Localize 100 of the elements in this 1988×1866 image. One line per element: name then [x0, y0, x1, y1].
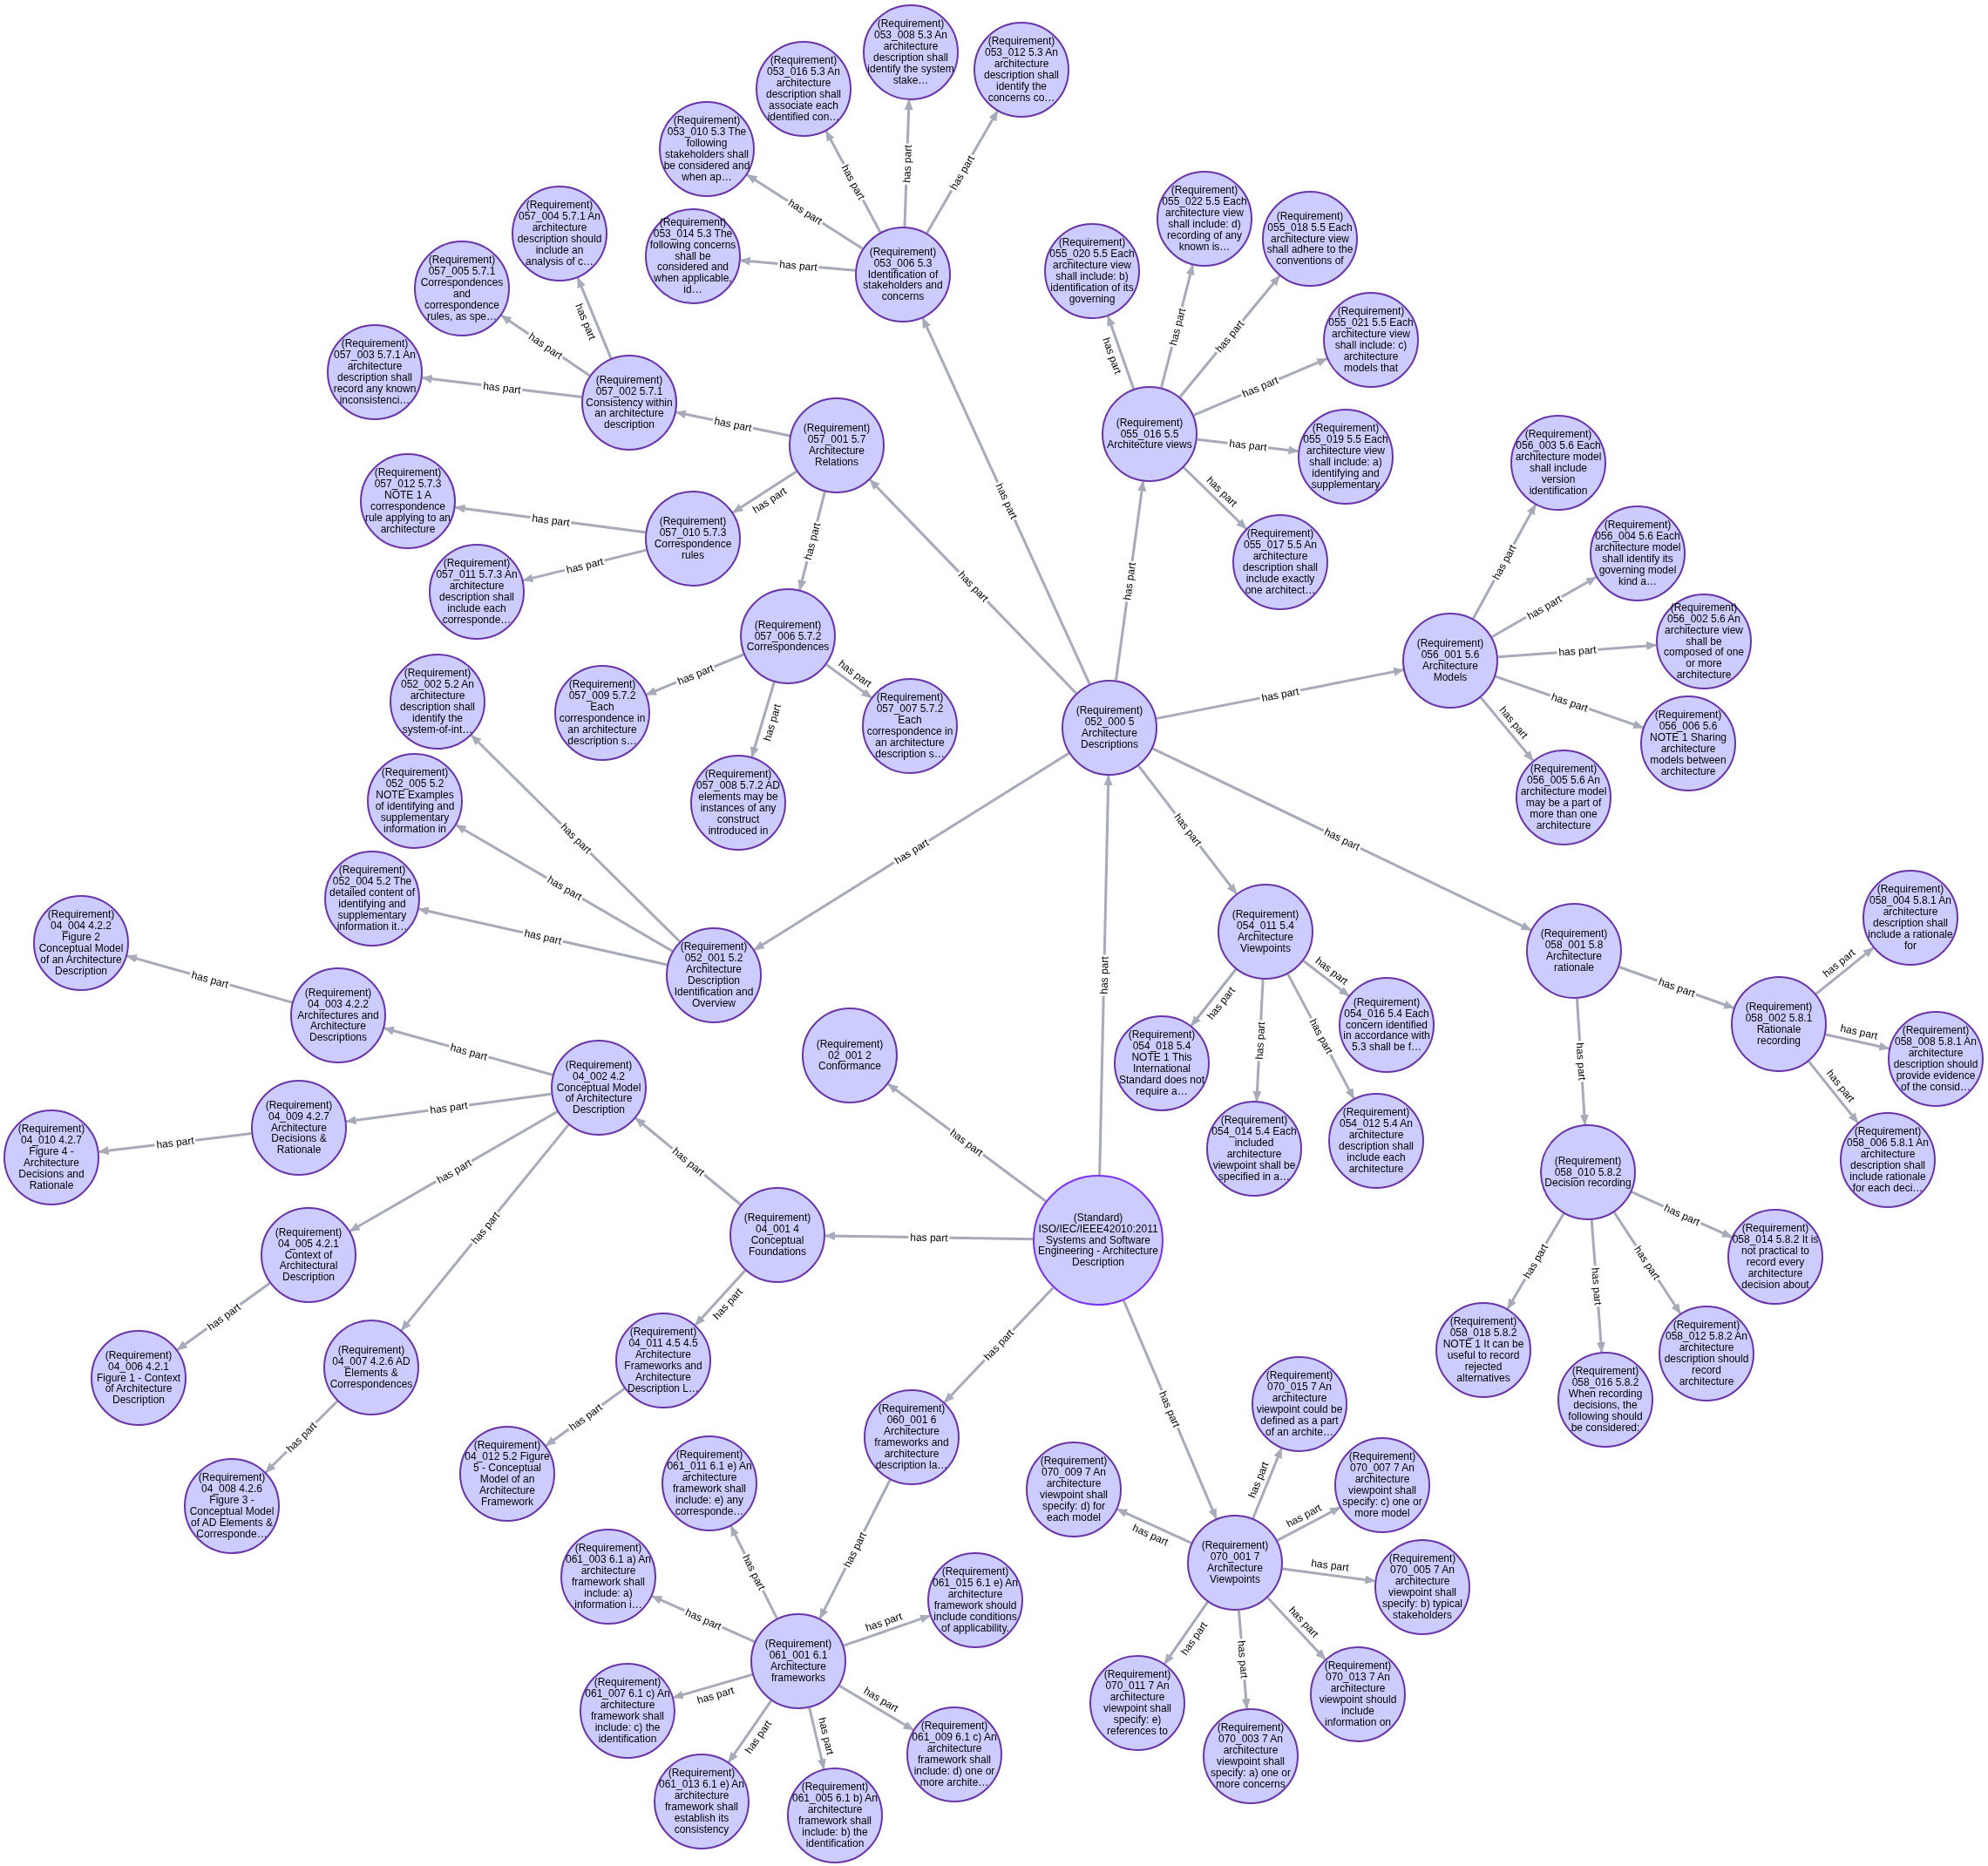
node-label: (Requirement) 052_004 5.2 The detailed content of identifying and supplementary information it…	[329, 865, 416, 933]
node-label: (Requirement) 070_011 7 An architecture viewpoint shall specify: e) references to	[1102, 1669, 1172, 1737]
node-label: (Requirement) 053_010 5.3 The following stakeholders shall be considered and when ap…	[663, 115, 750, 183]
arrow	[921, 317, 1091, 685]
node-label: (Requirement) 057_011 5.7.3 An architecture description shall include each corresponde…	[435, 558, 519, 626]
node-label: (Requirement) 058_001 5.8 Architecture rationale	[1539, 928, 1609, 974]
node-label: (Requirement) 057_001 5.7 Architecture Relations	[802, 423, 872, 468]
arrow	[694, 1269, 747, 1327]
node-label: (Requirement) 04_004 4.2.2 Figure 2 Conceptual Model of an Architecture Description	[37, 909, 125, 977]
arrow	[672, 1673, 753, 1700]
arrow	[1164, 1601, 1209, 1665]
node-label: (Requirement) 054_018 5.4 NOTE 1 This International Standard does not require a…	[1118, 1029, 1205, 1097]
edge-label: has part	[840, 1528, 870, 1571]
edge-label: has part	[801, 519, 824, 563]
arrow	[1252, 1448, 1283, 1519]
node-label: (Requirement) 061_001 6.1 Architecture frameworks	[763, 1639, 833, 1684]
node-label: (Requirement) 061_007 6.1 c) An architecture framework shall include: c) the identification	[584, 1677, 671, 1745]
node-label: (Requirement) 058_006 5.8.1 An architecture description shall include rationale for each deci…	[1845, 1126, 1930, 1194]
arrow	[1302, 960, 1350, 997]
node-label: (Requirement) 055_020 5.5 Each architecture view shall include: b) identification of its governing	[1048, 237, 1136, 305]
node-label: (Requirement) 04_010 4.2.7 Figure 4 - Architecture Decisions and Rationale	[17, 1123, 86, 1191]
node-label: (Requirement) 052_000 5 Architecture Descriptions	[1075, 705, 1144, 750]
node-label: (Requirement) 053_014 5.3 The following concerns shall be considered and when applicable, id…	[649, 216, 736, 296]
edge-label: has part	[446, 1040, 491, 1063]
node-label: (Requirement) 058_002 5.8.1 Rationale recording	[1744, 1001, 1814, 1047]
node-label: (Requirement) 070_003 7 An architecture viewpoint shall specify: a) one or more concerns	[1209, 1722, 1292, 1790]
node-label: (Requirement) 056_005 5.6 An architecture model may be a part of more than one architecture	[1520, 763, 1607, 831]
node-label: (Requirement) 057_003 5.7.1 An architecture description shall record any known inconsistenci…	[332, 338, 417, 406]
node-label: (Requirement) 054_012 5.4 An architecture description shall include each architecture	[1337, 1107, 1415, 1175]
node-label: (Requirement) 055_022 5.5 Each architecture view shall include: d) recording of any known is…	[1161, 185, 1248, 253]
node-label: (Requirement) 057_012 5.7.3 NOTE 1 A correspondence rule applying to an architecture	[364, 467, 451, 535]
node-label: (Requirement) 070_009 7 An architecture viewpoint shall specify: d) for each model	[1038, 1455, 1109, 1523]
node-label: (Requirement) 061_015 6.1 e) An architecture framework should include conditions of applicability.	[932, 1566, 1019, 1634]
edge-label: has part	[1547, 689, 1591, 715]
node-label: (Requirement) 052_002 5.2 An architecture description shall identify the system-of-int…	[398, 668, 476, 736]
arrow	[728, 1700, 772, 1763]
edge-label: has part	[1235, 1638, 1251, 1681]
node-label: (Requirement) 054_014 5.4 Each included architecture viewpoint shall be specified in a…	[1211, 1115, 1298, 1183]
node-label: (Requirement) 058_004 5.8.1 An architecture description shall include a rationale for	[1867, 884, 1954, 952]
edge-label: has part	[521, 926, 565, 947]
arrow	[1266, 1597, 1326, 1660]
arrow	[843, 1614, 931, 1647]
node-label: (Requirement) 04_005 4.2.1 Context of Architectural Description	[274, 1226, 343, 1284]
edge-label: has part	[899, 142, 914, 185]
node-label: (Requirement) 053_006 5.3 Identification of stakeholders and concerns	[862, 246, 944, 303]
node-label: (Standard) ISO/IEC/IEEE42010:2011 Systems and Software Engineering - Architecture Description	[1037, 1211, 1159, 1269]
edge-label: has part	[777, 257, 819, 274]
node-label: (Requirement) 061_009 6.1 c) An architecture framework shall include: d) one or more archite…	[911, 1720, 998, 1788]
arrow	[732, 470, 797, 514]
node-label: (Requirement) 061_011 6.1 e) An architecture framework shall include: e) any corresponde…	[666, 1449, 753, 1517]
node-label: (Requirement) 053_008 5.3 An architecture description shall identify the system stake…	[867, 18, 954, 86]
edge-label: has part	[543, 872, 586, 904]
node-label: (Requirement) 070_005 7 An architecture viewpoint shall specify: b) typical stakeholders	[1381, 1553, 1463, 1621]
node-label: (Requirement) 04_001 4 Conceptual Foundations	[743, 1212, 812, 1258]
arrow	[1808, 1061, 1859, 1123]
node-label: (Requirement) 070_001 7 Architecture Viewpoints	[1200, 1540, 1270, 1585]
edge-label: has part	[529, 511, 572, 529]
node-label: (Requirement) 055_017 5.5 An architecture description shall include exactly one architect…	[1241, 528, 1319, 596]
arrow	[808, 1707, 826, 1770]
arrow	[753, 751, 1070, 952]
node-label: (Requirement) 058_010 5.8.2 Decision recording	[1544, 1155, 1632, 1190]
node-label: (Requirement) 04_006 4.2.1 Figure 1 - Context of Architecture Description	[95, 1349, 181, 1407]
node-label: (Requirement) 056_003 5.6 Each architecture model shall include version identification	[1515, 429, 1602, 497]
arrow	[838, 1684, 914, 1732]
node-label: (Requirement) 04_012 5.2 Figure 5 - Conceptual Model of an Architecture Framework	[464, 1440, 551, 1508]
arrow	[1825, 1033, 1890, 1051]
node-label: (Requirement) 04_008 4.2.6 Figure 3 - Conceptual Model of AD Elements & Corresponde…	[188, 1472, 275, 1540]
node-label: (Requirement) 058_014 5.8.2 It is not practical to record every architecture decision about	[1732, 1223, 1819, 1291]
node-label: (Requirement) 057_009 5.7.2 Each correspondence in an architecture description s…	[559, 679, 646, 747]
node-label: (Requirement) 02_001 2 Conformance	[815, 1038, 885, 1073]
edge-label: has part	[1252, 1019, 1267, 1062]
node-label: (Requirement) 061_013 6.1 e) An architecture framework shall establish its consistency	[658, 1768, 745, 1835]
arrow	[1190, 968, 1238, 1027]
arrow	[576, 276, 613, 359]
node-label: (Requirement) 056_006 5.6 NOTE 1 Sharing architecture models between architecture	[1648, 709, 1727, 777]
node-label: (Requirement) 055_018 5.5 Each architecture view shall adhere to the conventions of	[1266, 210, 1354, 268]
node-label: (Requirement) 052_001 5.2 Architecture Description Identification and Overview	[673, 941, 755, 1009]
node-label: (Requirement) 057_005 5.7.1 Correspondences and correspondence rules, as spe…	[419, 254, 505, 322]
arrow	[1815, 947, 1875, 995]
node-label: (Requirement) 070_007 7 An architecture viewpoint shall specify: c) one or more model	[1341, 1451, 1423, 1519]
node-label: (Requirement) 055_021 5.5 Each architecture view shall include: c) architecture models that	[1327, 306, 1415, 374]
node-label: (Requirement) 058_008 5.8.1 An architecture description should provide evidence of the consid…	[1892, 1025, 1979, 1093]
node-label: (Requirement) 056_002 5.6 An architecture view shall be composed of one or more architecture	[1662, 601, 1746, 682]
node-label: (Requirement) 04_011 4.5 4.5 Architecture Frameworks and Architecture Description L…	[623, 1327, 703, 1394]
node-label: (Requirement) 057_002 5.7.1 Consistency within an architecture description	[586, 374, 673, 431]
node-label: (Requirement) 057_006 5.7.2 Correspondences	[745, 619, 831, 654]
arrow	[869, 478, 1077, 695]
node-label: (Requirement) 057_008 5.7.2 AD elements may be instances of any construct introduced in	[695, 769, 782, 837]
arrow	[1183, 466, 1247, 530]
node-label: (Requirement) 054_011 5.4 Architecture Viewpoints	[1231, 909, 1300, 954]
arrow	[1116, 1508, 1192, 1544]
node-label: (Requirement) 055_016 5.5 Architecture views	[1106, 417, 1193, 451]
node-label: (Requirement) 070_015 7 An architecture viewpoint could be defined as a part of an archite…	[1256, 1370, 1343, 1438]
edge-label: has part	[1226, 437, 1269, 454]
arrow	[1479, 696, 1535, 762]
arrow	[750, 682, 776, 758]
arrow	[1151, 747, 1532, 932]
node-label: (Requirement) 057_007 5.7.2 Each correspondence in an architecture description s…	[866, 692, 953, 760]
node-label: (Requirement) 061_005 6.1 b) An architecture framework shall include: b) the identification	[791, 1781, 879, 1849]
node-label: (Requirement) 056_001 5.6 Architecture Models	[1415, 638, 1485, 683]
